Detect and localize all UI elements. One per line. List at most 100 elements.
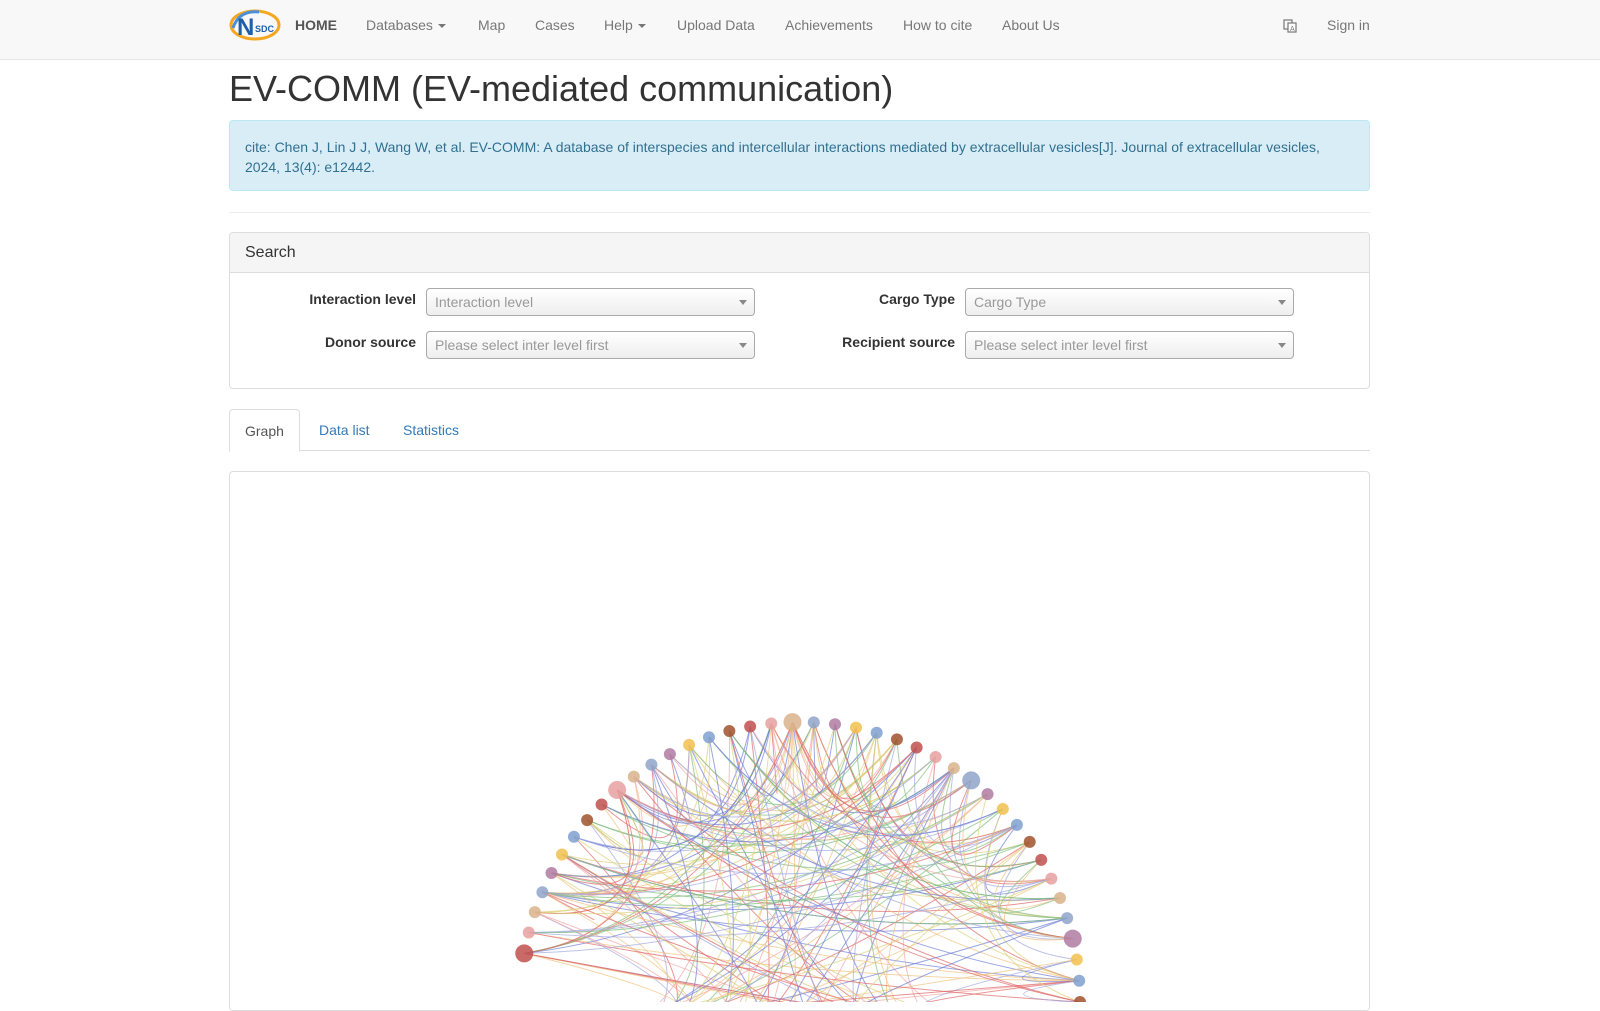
network-edge (633, 727, 857, 818)
organ-node-icon[interactable] (683, 738, 696, 751)
organ-node-icon[interactable] (890, 733, 903, 746)
network-edge (551, 824, 1018, 892)
network-edge (651, 764, 1061, 901)
network-edge (728, 730, 828, 1011)
network-edge (770, 723, 778, 794)
cargo-type-select[interactable]: Cargo Type (965, 288, 1294, 316)
network-edge (749, 726, 824, 1011)
top-navbar: N SDC HOME Databases Map Cases Help Uplo… (0, 0, 1600, 60)
organ-node-icon[interactable] (807, 716, 820, 729)
network-edge (542, 891, 1068, 932)
organ-node-icon[interactable] (1070, 953, 1083, 966)
recipient-source-select[interactable]: Please select inter level first (965, 331, 1294, 359)
network-edge (749, 726, 955, 813)
network-edge (542, 891, 595, 921)
organ-node-icon[interactable] (1053, 892, 1066, 905)
nav-how-to-cite[interactable]: How to cite (903, 17, 973, 33)
network-nodes (515, 713, 1086, 1008)
organ-node-icon[interactable] (1074, 996, 1086, 1008)
network-edge (813, 722, 836, 794)
network-edge (534, 793, 988, 915)
network-edge (792, 721, 972, 818)
network-edge (941, 767, 1018, 853)
network-edge (813, 722, 878, 797)
organ-node-icon[interactable] (870, 726, 883, 739)
organ-node-icon[interactable] (1063, 929, 1082, 948)
organ-node-icon[interactable] (723, 725, 736, 738)
network-edge (849, 841, 1031, 1011)
organ-node-icon[interactable] (910, 741, 923, 754)
organ-node-icon[interactable] (744, 720, 757, 733)
network-edge (658, 747, 918, 1011)
organ-node-icon[interactable] (981, 788, 994, 801)
nav-databases-label: Databases (366, 17, 433, 33)
organ-node-icon[interactable] (627, 770, 640, 783)
nav-databases-dropdown[interactable]: Databases (366, 0, 446, 50)
network-edge (616, 747, 917, 830)
network-edge (749, 726, 1052, 882)
svg-text:A: A (1290, 26, 1295, 33)
nav-upload-data[interactable]: Upload Data (677, 17, 755, 33)
network-edge (834, 724, 898, 801)
organ-node-icon[interactable] (850, 721, 863, 734)
interaction-network-graph[interactable] (230, 472, 1369, 1011)
caret-down-icon (637, 24, 646, 29)
organ-node-icon[interactable] (663, 748, 676, 761)
nav-sign-in[interactable]: Sign in (1327, 17, 1370, 33)
nav-achievements[interactable]: Achievements (785, 17, 873, 33)
organ-node-icon[interactable] (645, 758, 658, 771)
organ-node-icon[interactable] (947, 762, 960, 775)
organ-node-icon[interactable] (929, 751, 942, 764)
network-edge (633, 723, 772, 817)
organ-node-icon[interactable] (522, 926, 535, 939)
organ-node-icon[interactable] (595, 798, 608, 811)
nav-map[interactable]: Map (478, 17, 506, 33)
organ-node-icon[interactable] (1073, 974, 1086, 987)
organ-node-icon[interactable] (1023, 835, 1036, 848)
organ-node-icon[interactable] (567, 830, 580, 843)
organ-node-icon[interactable] (536, 886, 549, 899)
page-title: EV-COMM (EV-mediated communication) (229, 68, 894, 109)
nav-help-dropdown[interactable]: Help (604, 0, 646, 50)
nav-home[interactable]: HOME (295, 17, 337, 33)
donor-source-select[interactable]: Please select inter level first (426, 331, 755, 359)
nsdc-logo[interactable]: N SDC (229, 8, 281, 42)
network-edge (601, 767, 955, 843)
nav-cases[interactable]: Cases (535, 17, 575, 33)
network-edge (783, 747, 918, 1011)
organ-node-icon[interactable] (1045, 872, 1058, 885)
organ-node-icon[interactable] (828, 718, 841, 731)
network-edge (542, 841, 1030, 906)
cargo-type-placeholder: Cargo Type (974, 294, 1047, 310)
organ-node-icon[interactable] (783, 713, 802, 732)
tab-data-list[interactable]: Data list (319, 422, 370, 438)
network-edge (852, 739, 898, 1011)
tab-statistics[interactable]: Statistics (403, 422, 460, 438)
nav-about-us[interactable]: About Us (1002, 17, 1060, 33)
organ-node-icon[interactable] (1035, 853, 1048, 866)
organ-node-icon[interactable] (581, 814, 594, 827)
organ-node-icon[interactable] (1010, 818, 1023, 831)
network-edge (688, 732, 878, 806)
network-edge (601, 804, 1030, 871)
network-edge (951, 780, 1018, 856)
translate-icon[interactable]: A (1283, 0, 1297, 50)
organ-node-icon[interactable] (515, 944, 534, 963)
organ-node-icon[interactable] (556, 848, 569, 861)
organ-node-icon[interactable] (545, 866, 558, 879)
tab-graph[interactable]: Graph (229, 409, 300, 452)
network-edge (633, 722, 815, 816)
divider (229, 212, 1370, 213)
organ-node-icon[interactable] (702, 731, 715, 744)
network-edge (651, 756, 936, 822)
network-edge (792, 721, 955, 812)
organ-node-icon[interactable] (996, 802, 1009, 815)
interaction-level-select[interactable]: Interaction level (426, 288, 755, 316)
organ-node-icon[interactable] (962, 771, 981, 790)
network-edge (586, 789, 644, 856)
network-edge (573, 824, 1018, 875)
organ-node-icon[interactable] (528, 906, 541, 919)
organ-node-icon[interactable] (1061, 912, 1074, 925)
organ-node-icon[interactable] (608, 780, 627, 799)
organ-node-icon[interactable] (765, 717, 778, 730)
